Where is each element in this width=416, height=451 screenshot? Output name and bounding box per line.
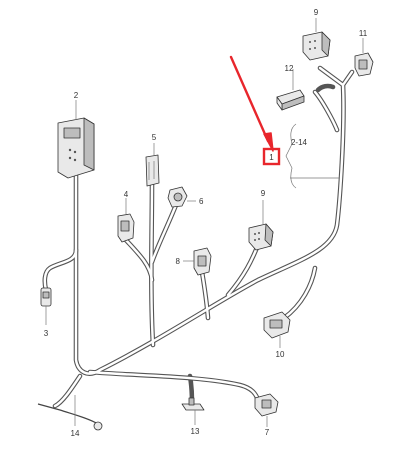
part-3-inline-connector [40, 287, 52, 307]
callout-5: 5 [152, 133, 157, 142]
callout-range-2-14: 2-14 [291, 138, 308, 147]
callout-10: 10 [276, 350, 285, 359]
callout-14: 14 [71, 429, 80, 438]
part-13-clip [181, 397, 205, 411]
red-annotation [229, 55, 281, 166]
callout-4: 4 [124, 190, 129, 199]
callout-9-upper: 9 [314, 8, 319, 17]
part-9-connector-lower [248, 223, 274, 251]
callout-12: 12 [285, 64, 294, 73]
callout-13: 13 [191, 427, 200, 436]
part-11-connector [354, 52, 374, 77]
part-2-connector-housing [57, 117, 95, 179]
part-5-connector [145, 154, 160, 187]
callout-3: 3 [44, 329, 49, 338]
part-7-connector [254, 393, 279, 417]
callout-1: 1 [269, 153, 274, 162]
callout-8: 8 [176, 257, 181, 266]
part-4-connector [117, 213, 135, 243]
callout-2: 2 [74, 91, 79, 100]
part-8-connector [193, 247, 212, 276]
part-10-connector [263, 311, 291, 339]
callout-9-lower: 9 [261, 189, 266, 198]
callout-labels: 1 2 3 4 5 6 7 8 9 9 10 11 12 13 14 2-14 [44, 8, 368, 438]
leader-lines [45, 18, 364, 427]
callout-7: 7 [265, 428, 270, 437]
red-arrow [229, 55, 270, 143]
part-9-connector-upper [302, 31, 331, 61]
callout-11: 11 [359, 29, 368, 38]
wiring-harness [42, 65, 355, 409]
part-6-connector [167, 186, 188, 208]
callout-6: 6 [199, 197, 204, 206]
part-12-connector [276, 89, 305, 111]
red-highlight-box [262, 147, 281, 166]
part-14-cable-tie [37, 403, 103, 431]
red-arrow-head [263, 132, 274, 152]
